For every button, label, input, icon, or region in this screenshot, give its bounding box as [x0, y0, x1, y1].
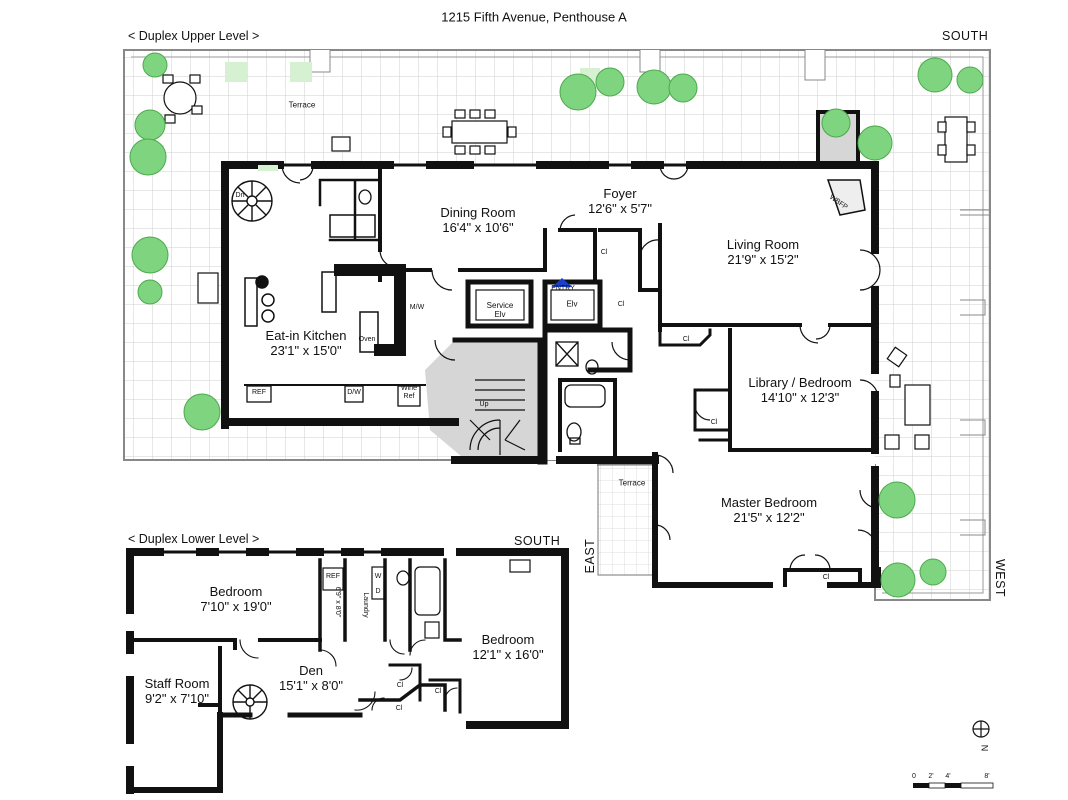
stair-down-label: Dn [235, 191, 245, 199]
stair-up-label: Up [479, 400, 489, 408]
closet-label-2: Cl [682, 335, 690, 343]
entry-arrow-icon [552, 278, 572, 287]
laundry-label: Laundry [362, 592, 370, 618]
lower-closet-1: Cl [396, 681, 404, 689]
den-dim: 15'1" x 8'0" [278, 678, 344, 693]
foyer-name: Foyer [603, 186, 637, 202]
lower-bedroom-2-dim: 12'1" x 16'0" [472, 647, 544, 662]
scale-8: 8' [984, 772, 990, 780]
scale-4: 4' [945, 772, 951, 780]
master-bedroom-dim: 21'5" x 12'2" [733, 510, 805, 525]
den-label: Den 15'1" x 8'0" [278, 663, 344, 694]
staff-room-label: Staff Room 9'2" x 7'10" [144, 676, 210, 707]
lower-closet-2: Cl [434, 687, 442, 695]
plan-title: 1215 Fifth Avenue, Penthouse A [441, 9, 627, 25]
foyer-dim: 12'6" x 5'7" [587, 201, 653, 216]
lower-bedroom-1-name: Bedroom [209, 584, 263, 600]
lower-ref-label: REF [326, 572, 340, 580]
elevator-label: Elv [566, 299, 578, 309]
staff-room-dim: 9'2" x 7'10" [144, 691, 210, 706]
living-room-name: Living Room [726, 237, 800, 253]
spiral-stair-icon [231, 180, 273, 222]
kitchen-label: Eat-in Kitchen 23'1" x 15'0" [265, 328, 347, 359]
main-stair-icon [469, 379, 526, 455]
living-room-label: Living Room 21'9" x 15'2" [726, 237, 800, 268]
terrace-label: Terrace [288, 100, 316, 110]
dining-room-dim: 16'4" x 10'6" [442, 220, 514, 235]
lower-bedroom-2-name: Bedroom [481, 632, 535, 648]
north-arrow-icon [972, 720, 990, 738]
lower-bedroom-1-dim: 7'10" x 19'0" [200, 599, 272, 614]
washer-label: W [374, 572, 382, 580]
library-name: Library / Bedroom [748, 375, 852, 391]
lower-closet-3: Cl [395, 704, 403, 712]
kitchen-dim: 23'1" x 15'0" [270, 343, 342, 358]
laundry-dim-label: 6'9" x 8'0" [334, 586, 342, 618]
dining-room-name: Dining Room [440, 205, 516, 221]
den-name: Den [299, 663, 323, 679]
terrace-trees [129, 52, 984, 598]
upper-south-label: SOUTH [942, 29, 989, 43]
upper-level-heading: < Duplex Upper Level > [128, 29, 260, 43]
lower-level-heading: < Duplex Lower Level > [128, 532, 260, 546]
door-swings [281, 164, 881, 571]
small-terrace-label: Terrace [618, 478, 646, 488]
library-label: Library / Bedroom 14'10" x 12'3" [748, 375, 852, 406]
west-label: WEST [993, 558, 1008, 598]
dw-label: D/W [347, 388, 361, 396]
kitchen-name: Eat-in Kitchen [265, 328, 347, 344]
library-dim: 14'10" x 12'3" [760, 390, 840, 405]
oven-label: Oven [358, 335, 376, 343]
entry-label: ENTRY [551, 284, 575, 292]
lower-level-plan [126, 548, 569, 794]
ref-label: REF [252, 388, 266, 396]
lower-spiral-stair-icon [232, 684, 268, 720]
east-label: EAST [582, 538, 597, 574]
closet-label-4: Cl [822, 573, 830, 581]
lower-bedroom-2-label: Bedroom 12'1" x 16'0" [472, 632, 544, 663]
upper-walls [221, 161, 881, 588]
master-bedroom-name: Master Bedroom [720, 495, 818, 511]
dining-room-label: Dining Room 16'4" x 10'6" [440, 205, 516, 236]
kitchen-stools [244, 275, 275, 327]
terrace-furniture [162, 74, 976, 450]
master-bedroom-label: Master Bedroom 21'5" x 12'2" [720, 495, 818, 526]
scale-2: 2' [928, 772, 934, 780]
scale-0: 0 [912, 772, 916, 780]
lower-south-label: SOUTH [514, 534, 561, 548]
staff-room-name: Staff Room [144, 676, 210, 692]
north-label: N [979, 744, 990, 752]
scale-bar [913, 782, 994, 789]
foyer-label: Foyer 12'6" x 5'7" [587, 186, 653, 217]
microwave-label: M/W [409, 303, 425, 311]
lower-bedroom-1-label: Bedroom 7'10" x 19'0" [200, 584, 272, 615]
wine-ref-label: Wine Ref [401, 384, 417, 400]
bath-fixtures [358, 189, 606, 445]
service-elevator-label: Service Elv [486, 300, 514, 319]
closet-label-1: Cl [600, 248, 608, 256]
dryer-label: D [375, 587, 381, 595]
closet-label-5: Cl [617, 300, 625, 308]
living-room-dim: 21'9" x 15'2" [727, 252, 799, 267]
closet-label-3: Cl [710, 418, 718, 426]
